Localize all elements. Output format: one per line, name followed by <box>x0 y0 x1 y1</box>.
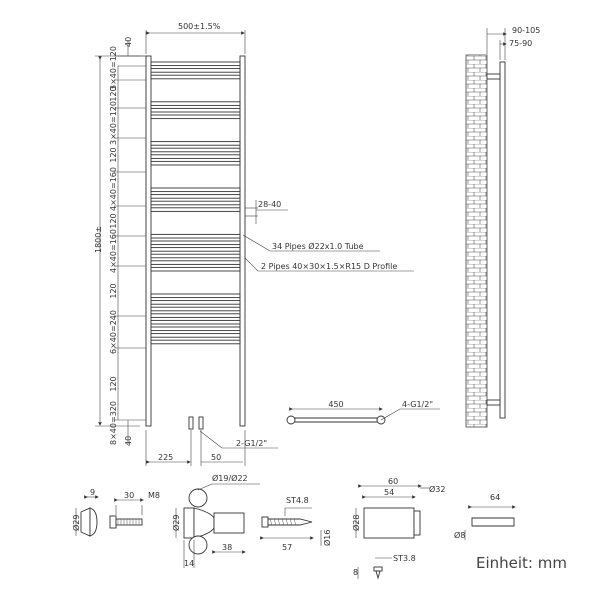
front-height-label: 1800± <box>94 226 103 253</box>
cover-len-label: 60 <box>388 477 398 486</box>
wall-bracket-bottom <box>486 399 501 406</box>
tube-bar <box>150 194 241 199</box>
segment-label: 120 <box>109 213 118 228</box>
tube-bar <box>150 74 241 80</box>
tool-len-label: 64 <box>490 493 500 502</box>
right-upright <box>239 55 246 427</box>
bracket-left-label: Ø29 <box>171 515 181 531</box>
tube-bar <box>150 319 241 325</box>
tube-bar <box>150 300 241 305</box>
cover-sleeve: 60 54 Ø32 Ø28 <box>351 477 445 539</box>
bracket-base-label: 14 <box>184 559 194 568</box>
connection-stub-left <box>188 416 194 430</box>
tube-bar <box>150 240 241 246</box>
small-screw-label: ST3.8 <box>393 554 416 563</box>
side-upright <box>499 61 506 419</box>
screw-len-label: 30 <box>124 491 134 500</box>
tube-bar <box>150 147 241 153</box>
segment-label: 4×40=160 <box>109 167 118 211</box>
bar-gap-label: 28-40 <box>258 200 281 209</box>
tube-bar <box>150 333 241 338</box>
small-screw-len-label: 8 <box>353 568 358 577</box>
wood-screw: ST4.8 57 <box>260 496 314 552</box>
bracket-len-label: 38 <box>222 543 232 552</box>
segment-label: 120 <box>109 376 118 391</box>
connection-thread-label: 2-G1/2" <box>236 439 267 448</box>
side-view: 90-105 75-90 <box>465 26 540 428</box>
top-view-rail <box>289 417 383 423</box>
wood-screw-len-label: 57 <box>282 543 292 552</box>
segment-label: 4×40=160 <box>109 229 118 273</box>
segment-label: 120 <box>109 147 118 162</box>
tube-bar <box>150 293 241 299</box>
parts-row: 9 Ø29 30 M8 Ø19/Ø22 Ø29 <box>71 473 516 580</box>
tube-bar <box>150 266 241 272</box>
top-width-label: 450 <box>328 400 343 409</box>
connection-stub-right <box>198 416 204 430</box>
callout-tubes: 34 Pipes Ø22x1.0 Tube <box>272 241 364 251</box>
side-depth-inner: 75-90 <box>509 39 532 48</box>
segment-label: 120 <box>109 283 118 298</box>
tube-bar <box>150 326 241 332</box>
plug-dia-label: Ø16 <box>322 530 332 546</box>
tube-bar <box>150 187 241 193</box>
tube-bar <box>150 207 241 212</box>
front-view: 500±1.5% 40 1800± 3×40=1201203×40=120120… <box>94 22 414 466</box>
tube-bar <box>150 253 241 259</box>
callout-profile: 2 Pipes 40×30×1.5×R15 D Profile <box>261 262 397 271</box>
cap-dim-label: 9 <box>90 488 95 497</box>
screw-thread-label: M8 <box>148 491 160 500</box>
left-upright <box>145 55 152 427</box>
tube-bar <box>150 68 241 73</box>
allen-tool: 64 Ø8 <box>454 493 516 540</box>
tube-bar <box>150 233 241 239</box>
segment-label: 3×40=120 <box>109 46 118 90</box>
tube-bar <box>150 101 241 106</box>
tube-bar <box>150 200 241 206</box>
tube-bar <box>150 154 241 159</box>
brick-wall <box>465 54 488 428</box>
top-view: 450 4-G1/2" <box>286 400 440 425</box>
tube-bar <box>150 141 241 146</box>
unit-label: Einheit: mm <box>476 554 567 572</box>
tube-bar <box>150 247 241 252</box>
top-thread-label: 4-G1/2" <box>402 400 433 409</box>
cover-left-label: Ø28 <box>351 515 361 531</box>
end-cap: 9 Ø29 <box>71 488 99 537</box>
tube-bar <box>150 306 241 312</box>
bolt-m8: 30 M8 <box>109 491 160 529</box>
tube-bar <box>150 339 241 345</box>
segment-label: 3×40=120 <box>109 101 118 145</box>
segment-label: 120 <box>109 86 118 101</box>
tube-bar <box>150 260 241 265</box>
cross-bars <box>150 61 241 345</box>
top-view-end-left <box>286 415 296 425</box>
top-gap-label: 40 <box>124 37 133 47</box>
tube-bar <box>150 114 241 120</box>
tube-bar <box>150 160 241 166</box>
segment-label: 8×40=320 <box>109 401 118 445</box>
wall-plug: Ø16 <box>320 530 332 546</box>
bracket-dia-label: Ø19/Ø22 <box>212 473 248 483</box>
connection-spacing-label: 50 <box>211 453 221 462</box>
wall-bracket-top <box>486 73 501 80</box>
tube-bar <box>150 61 241 67</box>
bottom-gap-label: 40 <box>124 436 133 446</box>
segment-dimensions: 3×40=1201203×40=1201204×40=1601204×40=16… <box>109 46 146 445</box>
segment-label: 6×40=240 <box>109 310 118 354</box>
tube-bar <box>150 107 241 113</box>
connection-offset-label: 225 <box>158 453 173 462</box>
wall-bracket: Ø19/Ø22 Ø29 38 14 <box>171 473 260 568</box>
front-width-label: 500±1.5% <box>178 22 221 31</box>
tube-bar <box>150 313 241 318</box>
tool-dia-label: Ø8 <box>454 530 465 540</box>
wood-screw-label: ST4.8 <box>286 496 309 505</box>
cover-inner-label: 54 <box>384 488 394 497</box>
cap-dia-label: Ø29 <box>71 515 81 531</box>
side-depth-total: 90-105 <box>512 26 540 35</box>
small-screw: ST3.8 8 <box>353 554 416 580</box>
cover-dia-label: Ø32 <box>429 484 445 494</box>
